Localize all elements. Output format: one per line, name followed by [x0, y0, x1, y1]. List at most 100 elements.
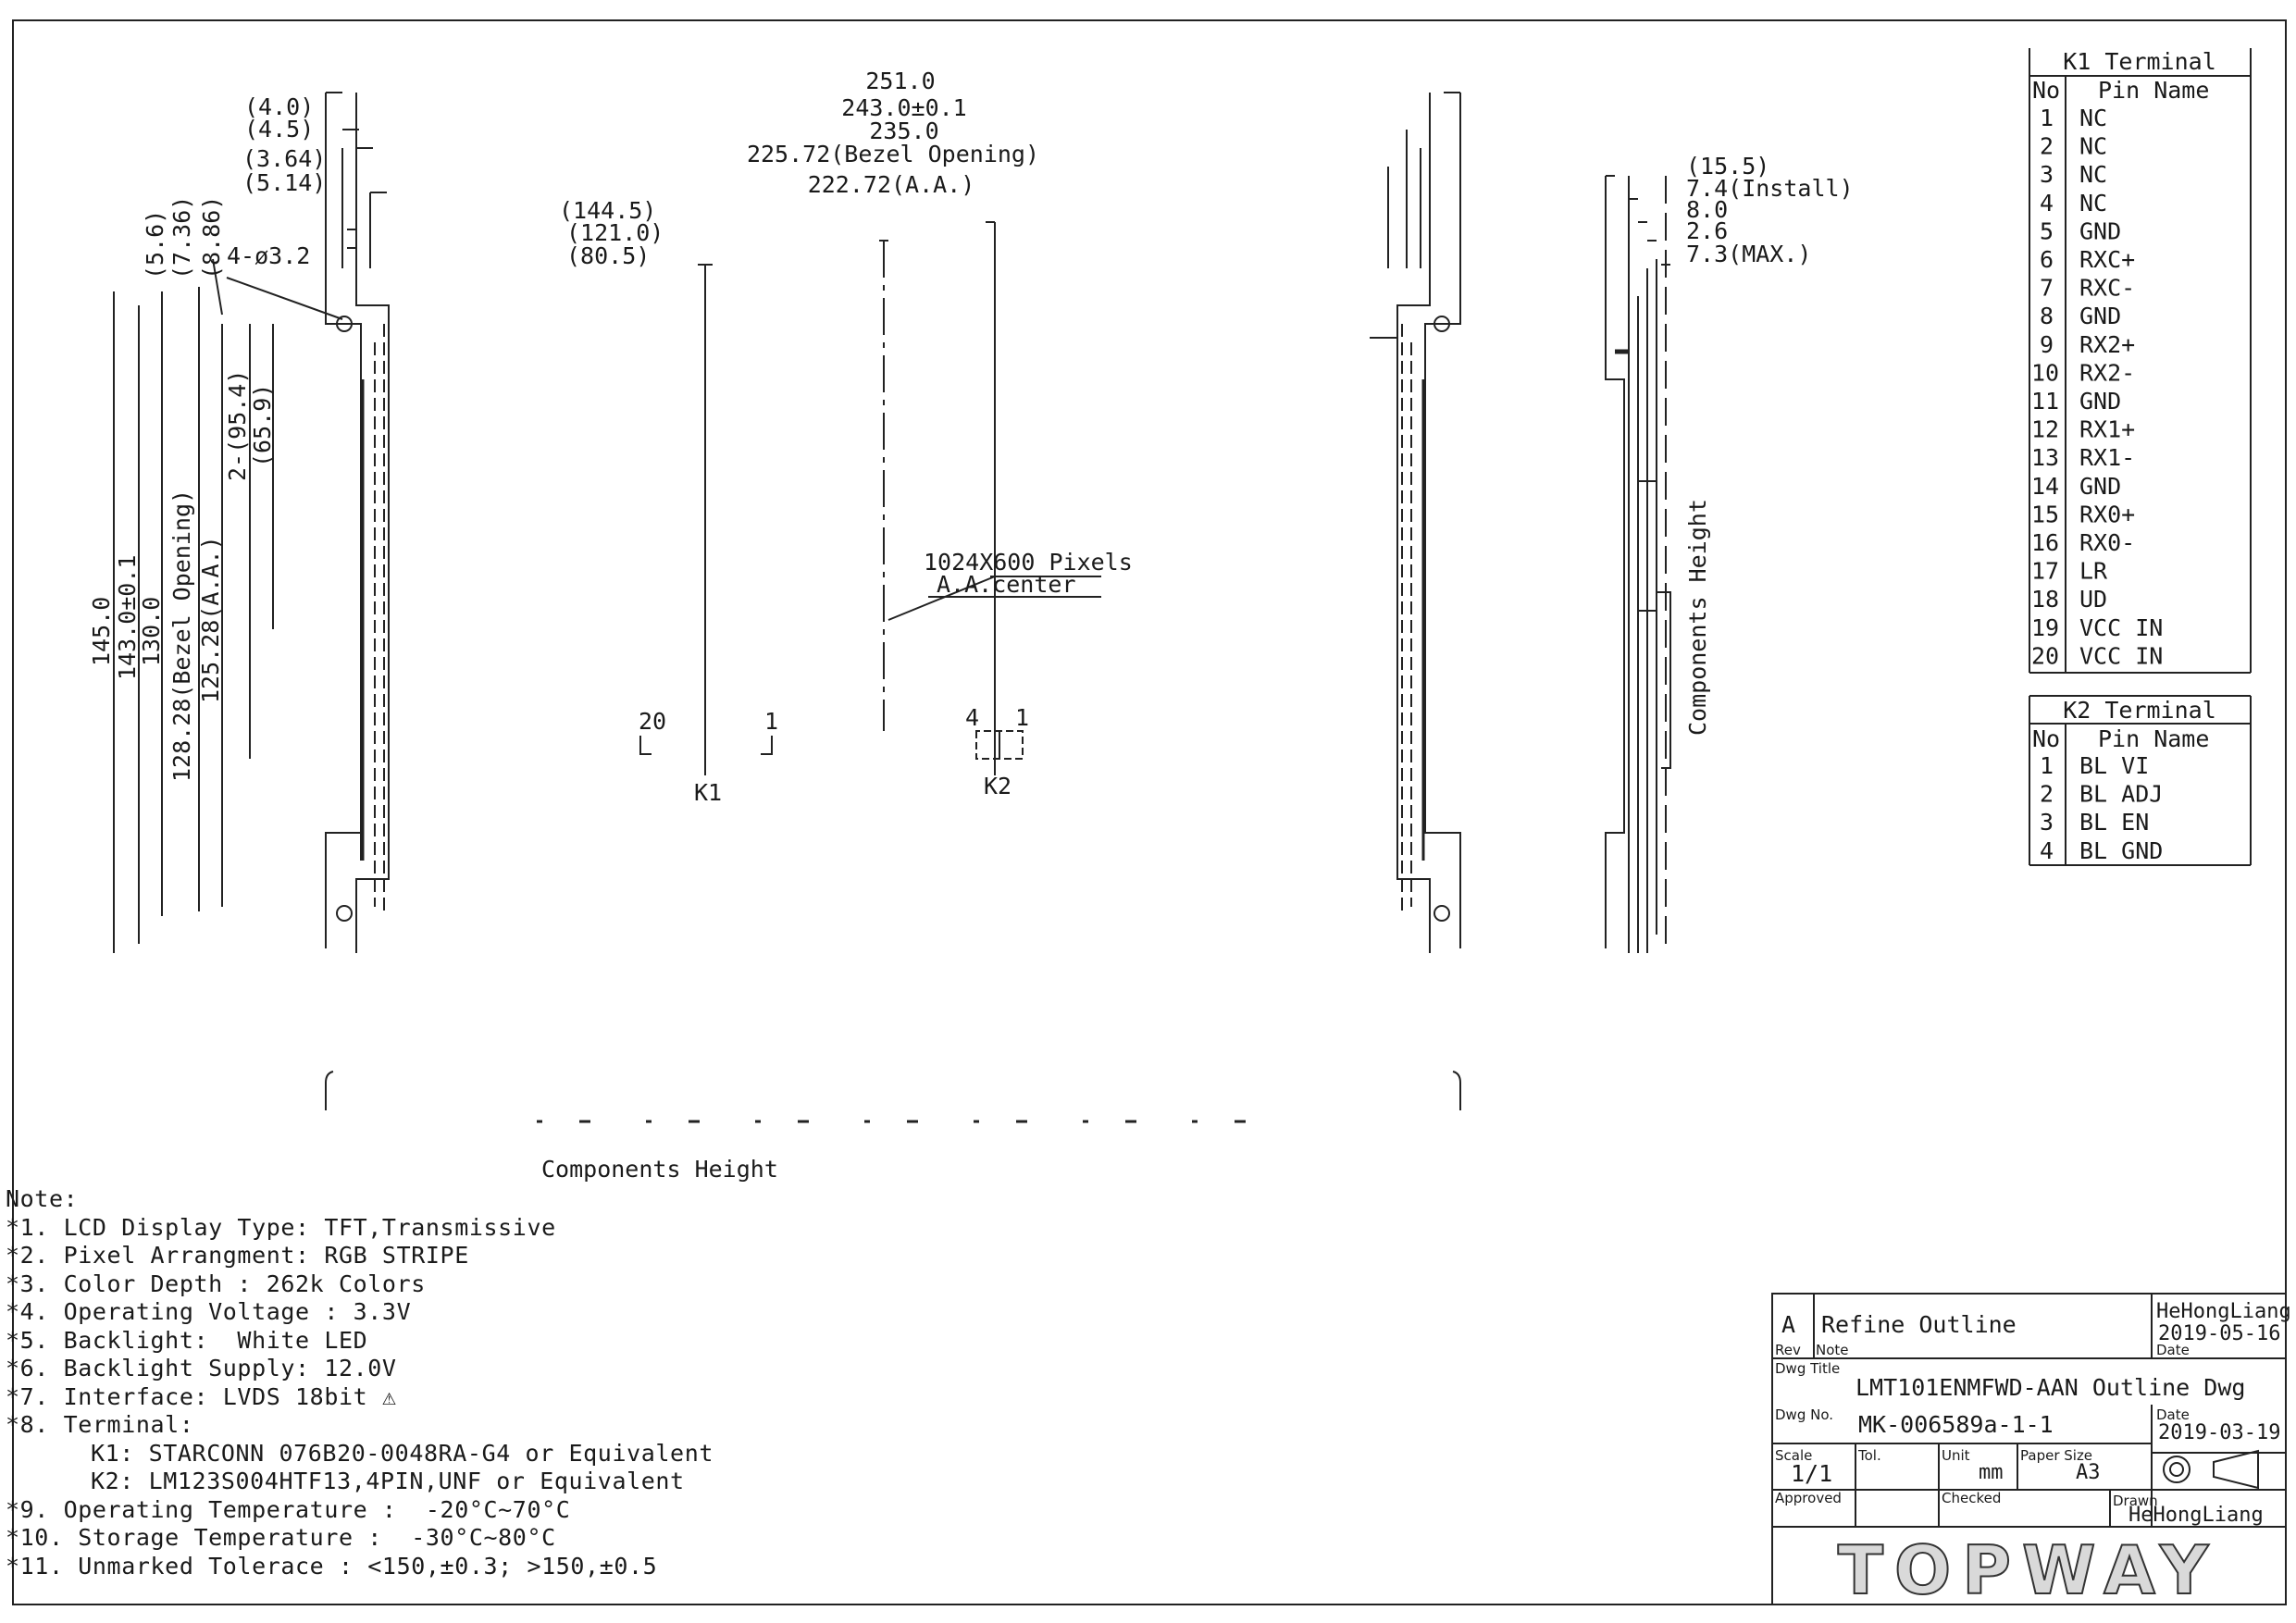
tol-label: Tol.	[1857, 1447, 1881, 1464]
rev-note-value: Refine Outline	[1821, 1311, 2017, 1338]
dim-overall-width: 251.0	[865, 68, 935, 94]
k1-pin-no: 14	[2031, 473, 2059, 500]
k1-pin-no: 3	[2040, 161, 2054, 188]
k1-pin-name: RX0+	[2079, 501, 2135, 527]
note-7-text: *7. Interface: LVDS 18bit	[6, 1382, 368, 1410]
k1-pin-no: 2	[2040, 133, 2054, 160]
dim-overall-height: 145.0	[88, 597, 115, 666]
k2-pin-4: 4	[965, 704, 979, 731]
drawn-label: Drawn	[2113, 1493, 2158, 1509]
date-label: Date	[2156, 1406, 2190, 1423]
k1-pin-name: GND	[2079, 303, 2121, 329]
dim-left-offset-2: (4.5)	[244, 116, 314, 142]
dim-active-area-height: 125.28(A.A.)	[197, 536, 224, 703]
note-8: *8. Terminal:	[6, 1411, 194, 1438]
center-labels: 1024X600 Pixels A.A.center 20 1 K1 4 1 K…	[541, 499, 1711, 1183]
dim-active-area-width: 222.72(A.A.)	[808, 171, 975, 198]
k1-pin-name: RXC+	[2079, 246, 2135, 273]
hole-callout: 4-ø3.2	[227, 242, 310, 269]
dim-small-3: (8.86)	[198, 196, 225, 279]
k1-pin-no: 9	[2040, 331, 2054, 358]
dim-side-3: 8.0	[1686, 196, 1728, 223]
k1-pin-no: 4	[2040, 190, 2054, 217]
topway-logo: TOPWAY	[1838, 1531, 2219, 1609]
drawn-value: HeHongLiang	[2128, 1504, 2264, 1527]
note-10: *10. Storage Temperature : -30°C~80°C	[6, 1524, 556, 1551]
k1-pin-name: NC	[2079, 190, 2107, 217]
k1-pin-no: 7	[2040, 275, 2054, 302]
note-6: *6. Backlight Supply: 12.0V	[6, 1355, 397, 1381]
dim-left-offset-3: (3.64)	[242, 145, 326, 172]
rev-date-label: Date	[2156, 1342, 2190, 1358]
dim-mid-3: (80.5)	[566, 242, 650, 269]
pixel-label: 1024X600 Pixels	[924, 549, 1133, 576]
k2-label: K2	[984, 773, 1011, 799]
k1-col-name: Pin Name	[2098, 77, 2209, 104]
k1-pin-no: 8	[2040, 303, 2054, 329]
vertical-dimension-lines	[113, 258, 274, 953]
dwg-title-value: LMT101ENMFWD-AAN Outline Dwg	[1855, 1374, 2245, 1401]
dim-outline-width: 243.0±0.1	[841, 94, 966, 121]
front-view	[226, 92, 390, 953]
note-11: *11. Unmarked Tolerace : <150,±0.3; >150…	[6, 1552, 658, 1580]
k1-label: K1	[694, 779, 722, 806]
dim-130: 130.0	[138, 597, 165, 666]
dim-side-4: 2.6	[1686, 217, 1728, 244]
k2-pin-no: 3	[2040, 809, 2054, 836]
note-label: Note	[1816, 1342, 1849, 1358]
k2-table-title: K2 Terminal	[2063, 697, 2216, 724]
k1-pin-no: 10	[2031, 359, 2059, 386]
approved-label: Approved	[1775, 1490, 1842, 1506]
dim-small-2: (7.36)	[168, 196, 195, 279]
dim-side-5: 7.3(MAX.)	[1686, 241, 1811, 267]
left-dimension-labels: (5.6) (7.36) (8.86) 4-ø3.2 145.0 143.0±0…	[88, 196, 310, 782]
paper-size-label: Paper Size	[2020, 1447, 2092, 1464]
side-view	[1605, 175, 1671, 953]
notes-block: Note: *1. LCD Display Type: TFT,Transmis…	[6, 1185, 838, 1580]
dwg-title-label: Dwg Title	[1775, 1360, 1840, 1377]
dwg-no-label: Dwg No.	[1775, 1406, 1833, 1423]
note-8-k2: K2: LM123S004HTF13,4PIN,UNF or Equivalen…	[91, 1468, 685, 1494]
title-block-text: A Refine Outline HeHongLiang 2019-05-16 …	[1775, 1300, 2291, 1610]
k1-pin-name: NC	[2079, 105, 2107, 131]
dim-bezel-opening-height: 128.28(Bezel Opening)	[168, 489, 195, 782]
dim-small-1: (5.6)	[142, 210, 168, 279]
dim-235: 235.0	[869, 118, 938, 144]
k1-pin-no: 1	[2040, 105, 2054, 131]
k2-col-no: No	[2032, 725, 2060, 752]
note-9: *9. Operating Temperature : -20°C~70°C	[6, 1495, 571, 1523]
note-4: *4. Operating Voltage : 3.3V	[6, 1298, 412, 1325]
k1-pin-no: 15	[2031, 501, 2059, 527]
note-1: *1. LCD Display Type: TFT,Transmissive	[6, 1213, 556, 1241]
k1-pin-no: 12	[2031, 416, 2059, 443]
note-7: *7. Interface: LVDS 18bit ⚠	[6, 1383, 838, 1412]
k1-pin-name: RX2-	[2079, 359, 2135, 386]
dim-side-1: (15.5)	[1686, 153, 1769, 180]
note-2: *2. Pixel Arrangment: RGB STRIPE	[6, 1242, 469, 1269]
title-block	[1771, 1293, 2287, 1605]
top-dimension-labels: (4.0) (4.5) (3.64) (5.14) 251.0 243.0±0.…	[242, 68, 1854, 269]
k1-pin-name: GND	[2079, 473, 2121, 500]
scale-label: Scale	[1775, 1447, 1812, 1464]
dim-left-offset-1: (4.0)	[244, 93, 314, 120]
warning-icon: ⚠	[381, 1382, 397, 1410]
k1-pin-1: 1	[764, 708, 778, 735]
aa-center-label: A.A.center	[937, 571, 1076, 598]
note-3: *3. Color Depth : 262k Colors	[6, 1270, 426, 1297]
sheet-border	[12, 19, 2287, 1605]
k1-pin-no: 17	[2031, 558, 2059, 585]
dim-mid-1: (144.5)	[559, 197, 656, 224]
k1-pin-no: 20	[2031, 642, 2059, 669]
unit-value: mm	[1979, 1461, 2004, 1484]
dim-mid-2: (121.0)	[566, 219, 664, 246]
center-view	[639, 221, 1101, 775]
k1-pin-name: GND	[2079, 388, 2121, 415]
dwg-no-value: MK-006589a-1-1	[1858, 1411, 2054, 1438]
bottom-view	[325, 1071, 1461, 1123]
k1-pin-no: 19	[2031, 614, 2059, 641]
k1-pin-name: RXC-	[2079, 275, 2135, 302]
k2-pin-no: 2	[2040, 781, 2054, 808]
dim-outline-height: 143.0±0.1	[114, 555, 141, 680]
k1-pin-name: NC	[2079, 133, 2107, 160]
